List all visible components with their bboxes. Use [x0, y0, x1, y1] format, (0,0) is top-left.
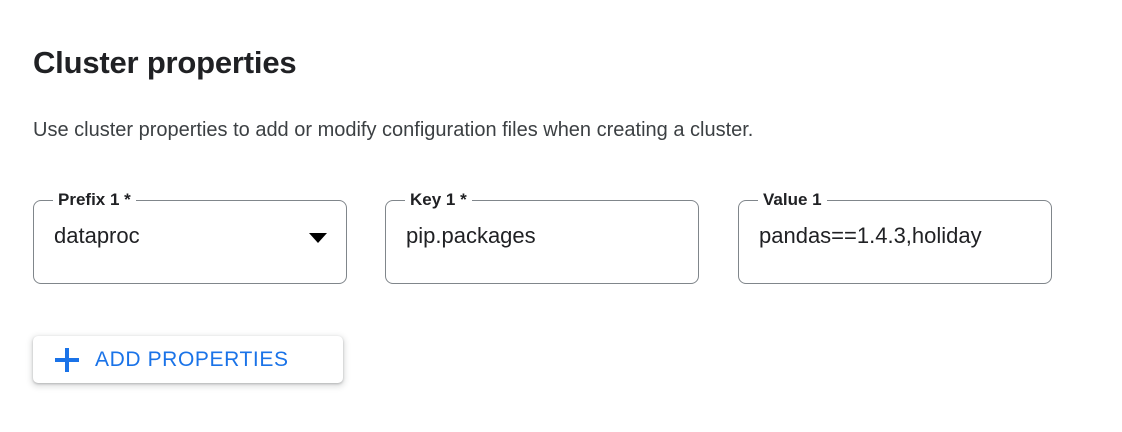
- add-properties-button-label: ADD PROPERTIES: [95, 347, 289, 371]
- add-properties-button[interactable]: ADD PROPERTIES: [33, 336, 343, 383]
- value-field-label: Value 1: [758, 189, 827, 210]
- value-input-value[interactable]: pandas==1.4.3,holiday: [759, 223, 982, 248]
- plus-icon: [55, 347, 79, 372]
- prefix-select-value[interactable]: dataproc: [54, 223, 140, 248]
- page-title: Cluster properties: [33, 44, 297, 80]
- prefix-field-group[interactable]: Prefix 1 * dataproc: [33, 189, 347, 284]
- page-description: Use cluster properties to add or modify …: [33, 119, 754, 141]
- properties-field-row: Prefix 1 * dataproc Key 1 * pip.packages…: [33, 189, 1093, 290]
- prefix-field-label: Prefix 1 *: [53, 189, 136, 210]
- key-input-value[interactable]: pip.packages: [406, 223, 536, 248]
- key-field-label: Key 1 *: [405, 189, 472, 210]
- key-field-group[interactable]: Key 1 * pip.packages: [385, 189, 699, 284]
- dropdown-arrow-icon[interactable]: [309, 233, 327, 243]
- value-field-group[interactable]: Value 1 pandas==1.4.3,holiday: [738, 189, 1052, 284]
